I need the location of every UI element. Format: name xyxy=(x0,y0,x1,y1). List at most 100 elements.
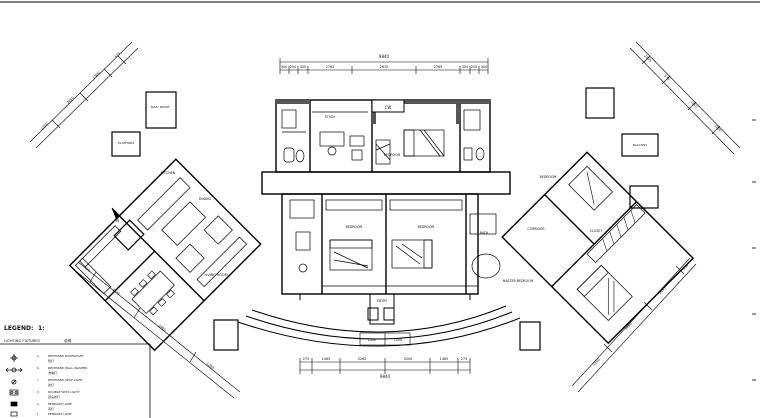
legend-row: f PENDANT LAMP xyxy=(10,411,72,417)
bath-fixtures-lower-right xyxy=(469,213,501,279)
spotlight-icon xyxy=(11,379,17,385)
dim-top-total: 9840 xyxy=(379,54,390,59)
bath-fixtures-top-left xyxy=(281,109,306,163)
dim-bottom-seg: 275 xyxy=(303,357,309,361)
right-wing xyxy=(501,151,695,345)
dim-top-seg: 2765 xyxy=(326,65,335,69)
room-label-entry: ENTRY xyxy=(377,299,387,303)
dim-bottom-seg: 3200 xyxy=(404,357,413,361)
dim-top-seg: 300 xyxy=(462,65,468,69)
unit-tag: CW xyxy=(385,105,392,110)
dim-right-upper: 1200 xyxy=(713,124,722,133)
dim-right-lower: 2155 xyxy=(658,286,667,295)
left-wing xyxy=(68,158,262,352)
legend-row-symbol-label: c xyxy=(37,378,39,382)
room-label-dining: DINING xyxy=(199,197,212,201)
central-wing-walls xyxy=(261,99,511,295)
bedroom-top-furniture xyxy=(375,129,445,165)
legend-row-symbol-label: a xyxy=(37,354,39,358)
dim-left-lower: 1200 xyxy=(205,362,214,370)
legend-row-label-cn: 双头射灯 xyxy=(48,394,60,399)
legend-row-symbol-label: d xyxy=(37,390,39,394)
legend-row: b RECESSED WALL WASHER 洗墙灯 xyxy=(5,366,87,375)
dimension-right-diagonal-lower xyxy=(571,257,697,393)
pendant-icon xyxy=(10,411,18,417)
right-balconies xyxy=(519,87,659,351)
room-label-kitchen: KITCHEN xyxy=(161,171,176,175)
legend-mark: 1: xyxy=(38,325,45,332)
dimension-right-diagonal-upper xyxy=(629,41,741,155)
study-furniture xyxy=(312,111,368,161)
dim-left-lower-labels: 450 2155 3945 1200 xyxy=(83,266,214,370)
legend-row-label: PENDANT LAMP xyxy=(48,412,72,416)
dim-right-lower: 850 xyxy=(682,263,689,270)
left-balconies xyxy=(111,91,239,351)
curved-balcony xyxy=(237,305,521,347)
entry-column xyxy=(299,293,471,325)
bath-fixtures-top-right xyxy=(463,109,485,161)
wall-fills xyxy=(276,99,490,124)
legend-row-label: DOUBLE SPOT LIGHT xyxy=(48,390,79,394)
downlight-icon xyxy=(10,354,18,362)
legend-section: LIGHTING FIXTURES xyxy=(4,339,41,343)
dim-top-seg: 300 xyxy=(300,65,306,69)
legend-box xyxy=(0,343,151,418)
dim-left-upper: 2050 xyxy=(66,96,75,105)
dim-left-lower: 2155 xyxy=(111,288,120,296)
pendant-icon xyxy=(10,401,18,407)
legend-row-label: RECESSED DOWNLIGHT xyxy=(48,354,84,358)
dimension-bottom xyxy=(299,332,471,374)
legend-row-label: RECESSED SPOT LIGHT xyxy=(48,378,83,382)
legend-row-label-cn: 筒灯 xyxy=(48,358,54,363)
dimension-top xyxy=(279,58,489,74)
legend-row: e PENDANT LAMP 吊灯 xyxy=(10,401,72,411)
room-label-master: MASTER BEDROOM xyxy=(503,279,534,283)
dim-left-lower: 3945 xyxy=(157,324,166,332)
room-label-balcony: BALCONY xyxy=(633,143,647,147)
dim-bottom-seg: 1465 xyxy=(440,357,449,361)
room-label-bedroom-right: BEDROOM xyxy=(540,175,557,179)
dim-right-upper: 2205 xyxy=(643,54,652,63)
dim-bottom-mid: 1000 xyxy=(368,338,377,342)
room-label-bedroom-3: BEDROOM xyxy=(418,225,435,229)
wallwasher-icon xyxy=(5,367,23,373)
legend-row-symbol-label: b xyxy=(37,366,39,370)
legend-row-label: PENDANT LAMP xyxy=(48,402,72,406)
legend-row-label-cn: 吊灯 xyxy=(48,406,54,411)
north-label: N xyxy=(116,218,119,223)
dim-top-seg: 250 xyxy=(290,65,296,69)
bedroom-mid-furniture xyxy=(322,199,478,287)
dim-bottom-seg: 275 xyxy=(461,357,467,361)
dim-bottom-seg: 3260 xyxy=(358,357,367,361)
sheet-edge-ticks xyxy=(752,119,756,381)
dim-bottom-seg: 1465 xyxy=(322,357,331,361)
dim-left-upper: 1200 xyxy=(40,122,49,131)
dim-right-upper: 1250 xyxy=(689,100,698,109)
dim-right-upper: 575 xyxy=(663,74,670,81)
dim-top-segments: 300 250 300 2765 2670 2765 300 250 300 xyxy=(281,65,487,69)
room-label-corridor: CORRIDOR xyxy=(527,227,545,231)
dim-top-seg: 2670 xyxy=(380,65,389,69)
dim-right-lower-labels: 850 2155 1950 1200 xyxy=(592,263,689,366)
room-label-maid: MAID ROOM xyxy=(151,105,170,109)
dim-left-upper: 1300 xyxy=(92,71,101,80)
dim-top-seg: 300 xyxy=(481,65,487,69)
dim-left-upper-labels: 1200 2050 1300 575 xyxy=(40,51,121,130)
room-label-bath: BATH xyxy=(480,231,489,235)
dim-right-upper-labels: 2205 575 1250 1200 xyxy=(643,54,722,133)
room-label-bedroom-2: BEDROOM xyxy=(346,225,363,229)
room-label-living: LIVING ROOM xyxy=(204,273,227,277)
legend-title: LEGEND: xyxy=(4,325,33,332)
dim-left-upper: 575 xyxy=(114,51,121,58)
legend-row-label-cn: 洗墙灯 xyxy=(48,370,57,375)
room-label-study: STUDY xyxy=(325,115,336,119)
dim-bottom-total: 9840 xyxy=(380,374,391,379)
room-label-closet: CLOSET xyxy=(590,229,602,233)
north-arrow xyxy=(111,207,121,219)
legend-row-symbol-label: f xyxy=(37,412,39,416)
dim-left-lower: 450 xyxy=(83,266,91,273)
double-spot-icon xyxy=(9,389,19,396)
legend-row: a RECESSED DOWNLIGHT 筒灯 xyxy=(10,354,84,363)
legend-row: d DOUBLE SPOT LIGHT 双头射灯 xyxy=(9,389,79,399)
legend-row-symbol-label: e xyxy=(37,402,39,406)
